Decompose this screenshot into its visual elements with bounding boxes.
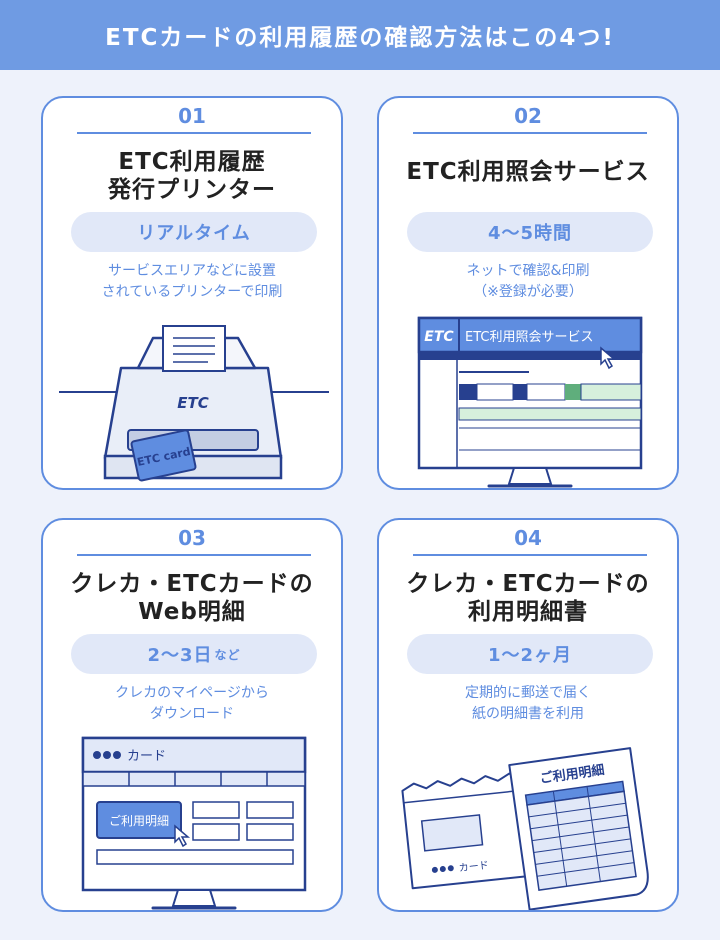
- page-title: ETCカードの利用履歴の確認方法はこの4つ!: [0, 0, 720, 70]
- card-number: 01: [178, 104, 206, 128]
- divider: [77, 554, 311, 556]
- time-suffix: など: [214, 647, 241, 662]
- printer-illustration: ETC ETC card: [59, 325, 329, 482]
- card-number: 03: [178, 526, 206, 550]
- divider: [77, 132, 311, 134]
- divider: [413, 132, 647, 134]
- time-badge: リアルタイム: [71, 212, 317, 252]
- time-badge: 2〜3日など: [71, 634, 317, 674]
- cursor-icon: [174, 824, 191, 848]
- statement-button: [96, 801, 182, 839]
- card-title-line: ETC利用照会サービス: [406, 159, 650, 185]
- card-02-online-service: 02 ETC利用照会サービス 4〜5時間 ネットで確認&印刷 （※登録が必要） …: [377, 96, 679, 490]
- card-number: 02: [514, 104, 542, 128]
- time-label: 4〜5時間: [487, 223, 573, 244]
- cursor-icon: [600, 346, 617, 370]
- card-description: 定期的に郵送で届く 紙の明細書を利用: [379, 683, 677, 725]
- card-03-web-statement: 03 クレカ・ETCカードの Web明細 2〜3日など クレカのマイページから …: [41, 518, 343, 912]
- desc-line: サービスエリアなどに設置: [108, 263, 276, 279]
- etc-logo: ETC: [424, 329, 454, 345]
- card-title: ETC利用履歴 発行プリンター: [43, 148, 341, 204]
- time-label: リアルタイム: [137, 223, 251, 244]
- desc-line: 紙の明細書を利用: [472, 706, 584, 722]
- desc-line: ダウンロード: [150, 706, 234, 722]
- time-badge: 1〜2ヶ月: [407, 634, 653, 674]
- card-title: クレカ・ETCカードの 利用明細書: [379, 570, 677, 626]
- desc-line: 定期的に郵送で届く: [465, 685, 591, 701]
- card-title-line: 利用明細書: [468, 599, 588, 625]
- card-description: ネットで確認&印刷 （※登録が必要）: [379, 261, 677, 303]
- site-title: ETC利用照会サービス: [465, 330, 593, 345]
- time-badge: 4〜5時間: [407, 212, 653, 252]
- mail-statement-illustration: カード ご利用明細: [401, 747, 649, 910]
- desc-line: ネットで確認&印刷: [466, 263, 590, 279]
- card-description: サービスエリアなどに設置 されているプリンターで印刷: [43, 261, 341, 303]
- statement-button-label: ご利用明細: [109, 813, 169, 828]
- card-04-paper-statement: 04 クレカ・ETCカードの 利用明細書 1〜2ヶ月 定期的に郵送で届く 紙の明…: [377, 518, 679, 912]
- monitor-illustration: ETC ETC利用照会サービス: [417, 316, 643, 488]
- card-01-printer: 01 ETC利用履歴 発行プリンター リアルタイム サービスエリアなどに設置 さ…: [41, 96, 343, 490]
- card-description: クレカのマイページから ダウンロード: [43, 683, 341, 725]
- brand-label: カード: [127, 749, 166, 764]
- time-label: 2〜3日: [147, 645, 213, 666]
- desc-line: されているプリンターで印刷: [101, 284, 283, 300]
- card-title-line: クレカ・ETCカードの: [70, 571, 314, 597]
- desc-line: クレカのマイページから: [115, 685, 269, 701]
- card-title: ETC利用照会サービス: [379, 158, 677, 186]
- time-label: 1〜2ヶ月: [487, 645, 573, 666]
- printer-etc-label: ETC: [177, 394, 209, 412]
- desc-line: （※登録が必要）: [473, 284, 583, 300]
- web-page-illustration: カード ご利用明細: [81, 736, 307, 910]
- card-title-line: ETC利用履歴: [118, 149, 266, 175]
- divider: [413, 554, 647, 556]
- envelope-label: カード: [458, 859, 489, 874]
- card-title-line: Web明細: [138, 599, 246, 625]
- card-title: クレカ・ETCカードの Web明細: [43, 570, 341, 626]
- card-number: 04: [514, 526, 542, 550]
- card-title-line: 発行プリンター: [108, 177, 276, 203]
- card-title-line: クレカ・ETCカードの: [406, 571, 650, 597]
